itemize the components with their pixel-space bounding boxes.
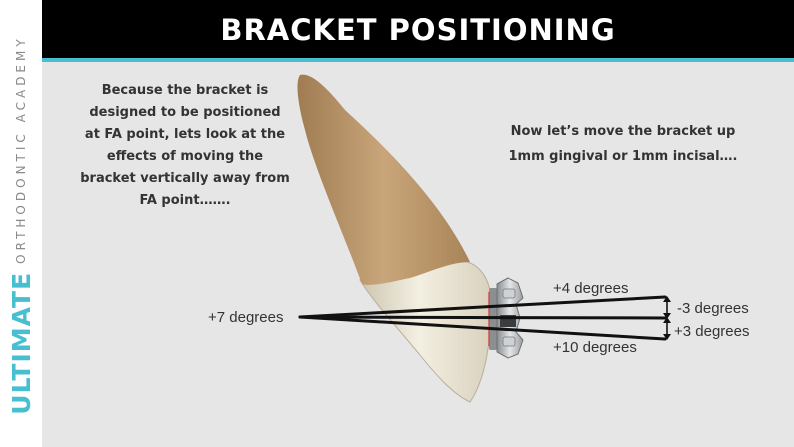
angle-lines [298,295,667,341]
tooth-root [297,74,470,285]
line-lower [298,315,667,341]
label-base-angle: +7 degrees [208,309,283,326]
sidebar: ULTIMATE ORTHODONTIC ACADEMY [0,0,42,447]
label-upper-angle: +4 degrees [553,280,628,297]
label-down-change: +3 degrees [674,323,749,340]
bracket-wing-bottom [502,336,516,347]
right-description: Now let’s move the bracket up 1mm gingiv… [508,124,738,164]
left-description: Because the bracket is designed to be po… [80,83,290,208]
bracket-icon [488,277,524,359]
line-upper [298,295,667,319]
tooth-illustration [297,74,492,403]
double-arrow-icon [663,296,671,340]
line-middle [298,315,667,320]
label-lower-angle: +10 degrees [553,339,637,356]
slide-title: BRACKET POSITIONING [220,13,616,47]
label-up-change: -3 degrees [677,300,749,317]
header-accent-line [42,58,794,62]
bracket-wing-top [502,288,516,299]
header-bar [42,0,794,58]
